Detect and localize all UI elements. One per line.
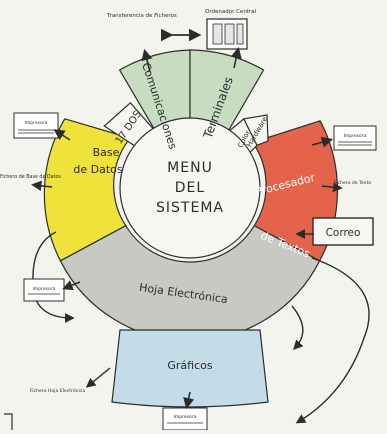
printer-right-icon [333, 125, 377, 151]
top-left-label: Transferencia de Ficheros [106, 13, 177, 19]
comm-up-arrow [141, 48, 153, 73]
term-up-arrow [230, 46, 242, 69]
printer-left-arrow [53, 129, 71, 141]
printer-right-label: Impresora [344, 133, 367, 139]
center-line-2: DEL [175, 180, 205, 196]
fichero-hoja-arrow [85, 367, 111, 388]
printer-right-arrow [311, 136, 334, 148]
printer-left-icon [13, 112, 59, 139]
fichero-texto-arrow [321, 182, 343, 193]
hoja-electronica-segment[interactable] [59, 224, 321, 342]
printer-hoja-arrow [62, 280, 81, 291]
center-line-3: SISTEMA [156, 200, 224, 216]
right-inner-loop [291, 305, 304, 351]
printer-hoja-label: Impresora [33, 286, 56, 292]
graficos-segment[interactable] [111, 329, 269, 408]
graficos-label: Gráficos [167, 359, 212, 372]
fichero-hoja-label: Fichero Hoja Electrónica [30, 387, 85, 394]
hardware-segment[interactable] [242, 114, 269, 147]
fichero-base-arrow [31, 180, 53, 192]
fichero-base-label: Fichero de Base de Datos [0, 174, 61, 180]
printer-bottom-arrow [183, 391, 195, 410]
correo-box[interactable] [312, 217, 374, 246]
printer-left-label: Impresora [25, 120, 48, 126]
center-line-1: MENU [167, 160, 213, 176]
base-de-datos-segment[interactable] [43, 118, 132, 262]
right-loop-line [295, 257, 370, 424]
fichero-texto-label: Fichero de Texto [334, 180, 371, 186]
correo-label: Correo [326, 227, 361, 239]
base-datos-label-1: Base [93, 146, 120, 159]
center-hub[interactable] [119, 117, 261, 259]
printer-bottom-label: Impresora [174, 414, 197, 420]
base-datos-label-2: de Datos [73, 163, 123, 176]
mainframe-icon [206, 18, 248, 50]
top-right-label: Ordenador Central [205, 9, 257, 15]
bottom-left-corner-line [4, 413, 13, 430]
